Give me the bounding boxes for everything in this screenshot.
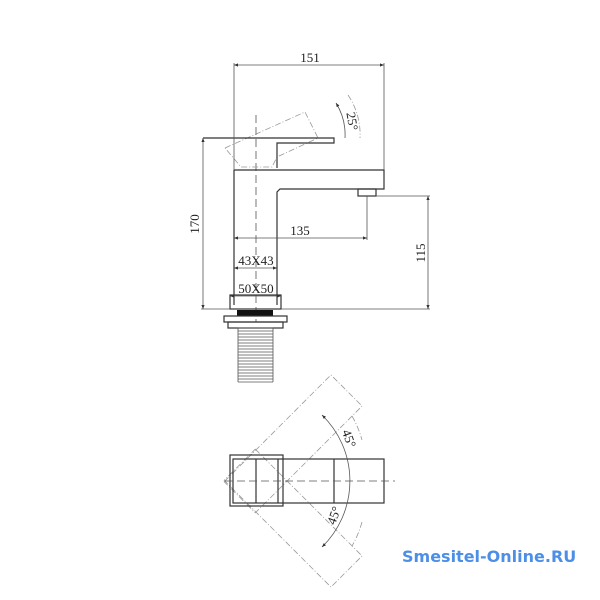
dim-rotation-right: 45° xyxy=(324,504,344,526)
dim-handle-angle: 25° xyxy=(343,111,361,132)
dim-stem-section: 43X43 xyxy=(238,253,273,268)
watermark: Smesitel-Online.RU xyxy=(402,547,577,566)
dim-base-section: 50X50 xyxy=(238,281,273,296)
thread xyxy=(237,327,274,383)
dim-overall-height: 170 xyxy=(187,214,202,234)
dim-spout-height: 115 xyxy=(413,243,428,262)
dim-rotation-left: 45° xyxy=(339,427,359,449)
dim-spout-reach: 135 xyxy=(290,223,310,238)
dim-overall-length: 151 xyxy=(300,50,320,65)
side-view: 151 25° 170 135 115 43X43 50X50 xyxy=(187,50,430,383)
top-view: 45° 45° xyxy=(223,374,395,588)
